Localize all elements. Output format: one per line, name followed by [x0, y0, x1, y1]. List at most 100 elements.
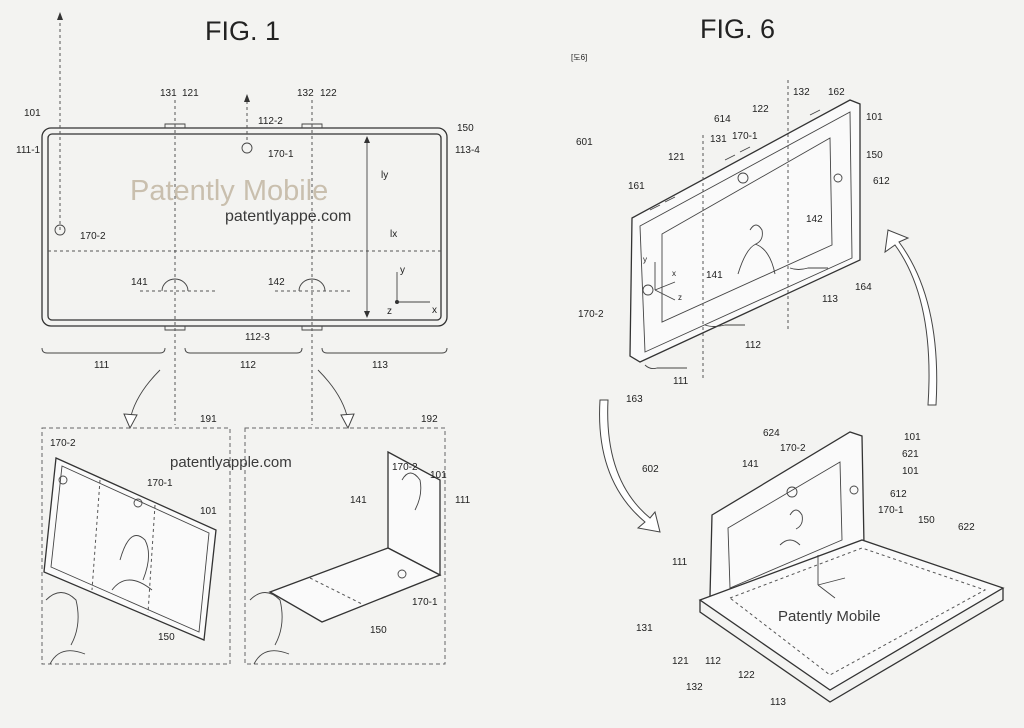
label: 170-1	[878, 505, 904, 516]
screen-area	[661, 137, 833, 323]
label: 113	[770, 697, 786, 708]
label: 112	[705, 656, 721, 667]
camera-624	[786, 486, 798, 498]
label: 112	[745, 340, 761, 351]
fold-lines	[91, 479, 156, 614]
curved-arrow-left-icon	[129, 369, 161, 421]
device-rotated	[43, 457, 217, 641]
camera-170-1	[397, 569, 407, 579]
base-edge	[699, 588, 1004, 703]
watermark-url: patentlyappe.com	[225, 208, 351, 225]
person-sketch	[401, 472, 422, 511]
label: 170-1	[147, 478, 173, 489]
camera-614	[737, 172, 749, 184]
label: 170-2	[578, 309, 604, 320]
label: 191	[200, 414, 217, 425]
label: 170-1	[732, 131, 758, 142]
label: 192	[421, 414, 438, 425]
label: x	[672, 269, 676, 278]
label: 161	[628, 181, 645, 192]
label: 622	[958, 522, 975, 533]
label: 112-3	[245, 332, 270, 343]
label: 612	[890, 489, 907, 500]
fig6-602-labels: 602 624 170-2 101 621 101 141 612 170-1 …	[636, 428, 975, 708]
person-sketch	[779, 509, 803, 546]
watermark-brand-2: Patently Mobile	[778, 608, 881, 625]
label: 621	[902, 449, 919, 460]
label: ly	[381, 170, 388, 181]
label: 132	[297, 88, 314, 99]
figure-1: FIG. 1 Patently Mobile patentlyappe.com	[16, 12, 480, 665]
watermark-url-2: patentlyapple.com	[170, 454, 292, 471]
label: 141	[742, 459, 759, 470]
label: 150	[866, 150, 883, 161]
label: 122	[320, 88, 337, 99]
person-sketch	[111, 535, 153, 591]
arrow-up-icon	[244, 94, 250, 102]
label: 170-2	[780, 443, 806, 454]
figure-192-folded: 192 170-2 101 111 141 170-1 150	[244, 414, 471, 665]
label: 111	[672, 557, 688, 568]
arrow-head	[123, 413, 138, 430]
label: 101	[24, 108, 41, 119]
arrow-up-icon	[57, 12, 63, 20]
label: 101	[902, 466, 919, 477]
base-panel	[268, 547, 442, 623]
frame-191	[41, 427, 231, 665]
label: lx	[390, 229, 397, 240]
label: 122	[752, 104, 769, 115]
xyz-axes	[396, 272, 430, 303]
label: 131	[636, 623, 653, 634]
label: 602	[642, 464, 659, 475]
xyz-axes	[654, 262, 676, 301]
label: 150	[457, 123, 474, 134]
label: 150	[370, 625, 387, 636]
label: 101	[200, 506, 217, 517]
label: 170-1	[268, 149, 294, 160]
label: 142	[806, 214, 823, 225]
fold-axes	[702, 80, 789, 380]
label: y	[643, 255, 647, 264]
sensor-142	[298, 278, 326, 292]
xyz-axes	[817, 555, 846, 599]
label: x	[432, 305, 437, 316]
label: 113-4	[455, 145, 480, 156]
label: 141	[706, 270, 723, 281]
label: 170-2	[392, 462, 418, 473]
camera-170-2	[58, 475, 68, 485]
label: 122	[738, 670, 755, 681]
curved-arrow-right-icon	[317, 369, 349, 421]
label: 150	[918, 515, 935, 526]
figure-6: FIG. 6 [도6] 601 121 131 614 170-1 122 13…	[571, 14, 1005, 708]
camera-170-2	[54, 224, 66, 236]
label: 101	[866, 112, 883, 123]
label: 141	[350, 495, 367, 506]
device-outline	[41, 127, 448, 327]
z-axis-dot	[395, 300, 399, 304]
fig6-601-labels: 601 121 131 614 170-1 122 132 162 101 15…	[576, 87, 890, 405]
label: 112-2	[258, 116, 283, 127]
sensor-141	[161, 278, 189, 292]
camera-170-1	[241, 142, 253, 154]
label: 162	[828, 87, 845, 98]
label: 101	[904, 432, 921, 443]
label: 132	[686, 682, 703, 693]
fig1-labels: 101 111-1 131 121 112-2 132 122 150 113-…	[16, 88, 480, 371]
device-602-folded: Patently Mobile	[698, 431, 1005, 703]
label: 624	[763, 428, 780, 439]
label: 111	[455, 495, 471, 506]
label: 612	[873, 176, 890, 187]
base-display-border	[728, 547, 987, 676]
label: 601	[576, 137, 593, 148]
device-601-unfolded	[629, 80, 861, 380]
fold-line	[309, 577, 363, 605]
label: 111-1	[16, 145, 41, 156]
frame-192	[244, 427, 446, 665]
user-sketch	[45, 592, 86, 665]
sensor-612	[833, 173, 843, 183]
label: 121	[182, 88, 199, 99]
label: 111	[673, 376, 689, 387]
label: 141	[131, 277, 148, 288]
label: 113	[372, 360, 388, 371]
